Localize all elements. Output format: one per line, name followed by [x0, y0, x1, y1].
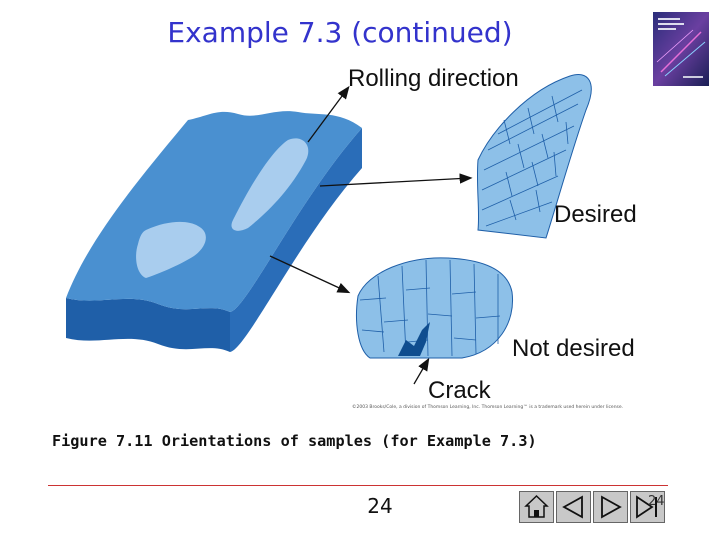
slide-number-corner: 24 — [648, 494, 665, 509]
arrows — [269, 85, 473, 385]
end-button[interactable] — [630, 491, 665, 523]
label-rolling-direction: Rolling direction — [348, 65, 519, 92]
label-not-desired: Not desired — [512, 335, 635, 362]
home-icon — [524, 494, 549, 518]
home-button[interactable] — [519, 491, 554, 523]
slide-title: Example 7.3 (continued) — [167, 16, 513, 49]
label-desired: Desired — [554, 201, 637, 228]
figure-caption: Figure 7.11 Orientations of samples (for… — [52, 432, 537, 450]
page-number: 24 — [367, 494, 393, 518]
desired-sample — [476, 74, 592, 239]
rolled-plate — [66, 111, 362, 352]
end-icon — [636, 495, 657, 519]
copyright-notice: ©2003 Brooks/Cole, a division of Thomson… — [352, 405, 624, 410]
label-crack: Crack — [428, 377, 492, 400]
footer-divider — [48, 485, 668, 486]
forward-icon — [601, 495, 622, 519]
sample-orientation-figure: Rolling direction Desired Not desired Cr… — [58, 60, 658, 404]
previous-slide-button[interactable] — [556, 491, 591, 523]
next-slide-button[interactable] — [593, 491, 628, 523]
crack-mark — [398, 322, 430, 356]
not-desired-sample — [356, 257, 514, 359]
book-cover-image — [653, 12, 709, 86]
back-icon — [562, 495, 583, 519]
